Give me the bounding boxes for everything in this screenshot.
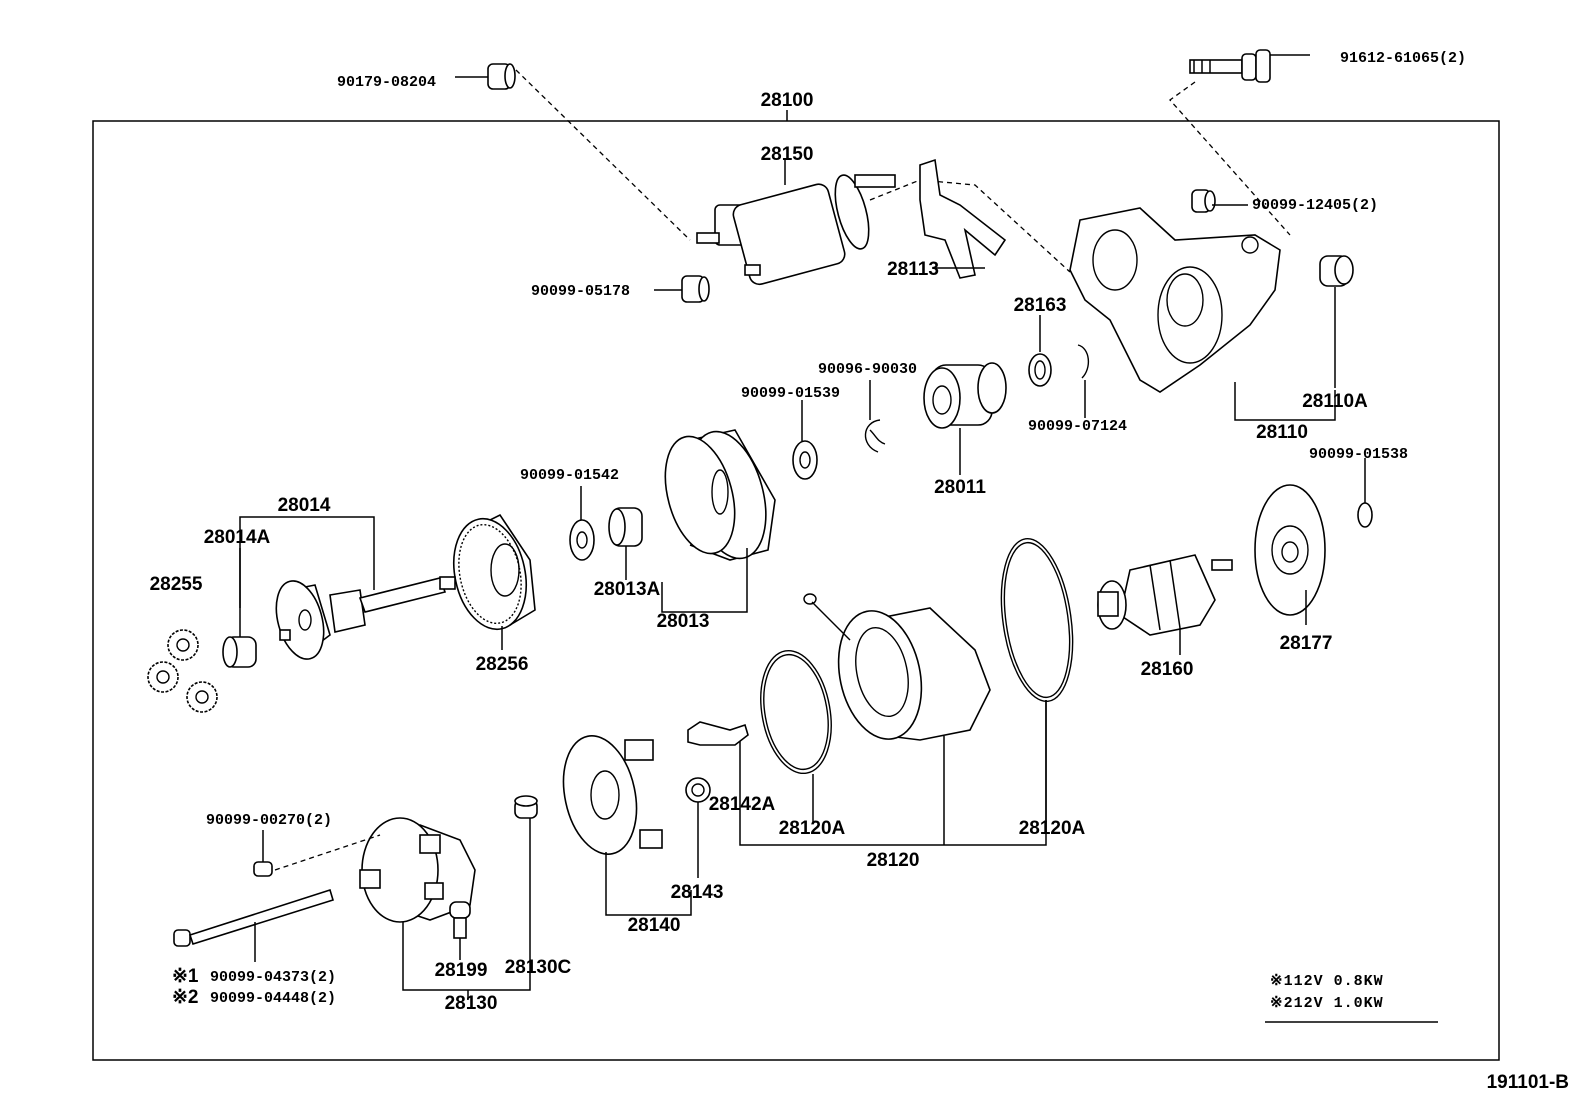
label-nut-sol: 90099-05178 bbox=[531, 283, 630, 300]
label-note1: ※112V 0.8KW bbox=[1270, 973, 1384, 990]
label-oring-right: 28120A bbox=[1019, 818, 1086, 839]
shaft-bushing-part bbox=[222, 548, 257, 668]
label-bolt2: 90099-04448(2) bbox=[210, 990, 336, 1007]
label-gears: 28255 bbox=[150, 574, 203, 595]
nut-housing-part bbox=[1191, 189, 1248, 213]
label-washer-01538: 90099-01538 bbox=[1309, 446, 1408, 463]
spring-clip-part bbox=[687, 721, 749, 746]
bolt-top-part bbox=[1189, 49, 1310, 83]
label-assembly: 28100 bbox=[761, 90, 814, 111]
label-end-frame: 28130 bbox=[445, 993, 498, 1014]
housing-bushing-part bbox=[1319, 255, 1354, 388]
label-ring-28163: 28163 bbox=[1014, 295, 1067, 316]
nut-solenoid-part bbox=[654, 275, 710, 303]
label-washer-01539: 90099-01539 bbox=[741, 385, 840, 402]
label-clip-07124: 90099-07124 bbox=[1028, 418, 1127, 435]
label-end-bush: 28130C bbox=[505, 957, 572, 978]
label-spring-clip: 28142A bbox=[709, 794, 776, 815]
label-bolt1: 90099-04373(2) bbox=[210, 969, 336, 986]
clutch-part bbox=[923, 362, 1007, 475]
figure-code: 191101-B bbox=[1487, 1072, 1569, 1093]
washer-01542-part bbox=[569, 486, 595, 561]
planetary-gears-part bbox=[147, 629, 218, 713]
label-washer-01542: 90099-01542 bbox=[520, 467, 619, 484]
label-internal-gear: 28256 bbox=[476, 654, 529, 675]
drive-housing-part bbox=[1069, 207, 1336, 421]
label-oring-left: 28120A bbox=[779, 818, 846, 839]
end-bushing-part bbox=[514, 795, 538, 819]
assembly-frame bbox=[92, 120, 1500, 1061]
end-plate-part bbox=[1254, 484, 1326, 625]
internal-gear-part bbox=[453, 513, 536, 650]
washer-01538-part bbox=[1357, 458, 1373, 528]
nut-top-part bbox=[455, 63, 516, 90]
label-brush-holder: 28140 bbox=[628, 915, 681, 936]
label-housing: 28110 bbox=[1256, 422, 1308, 443]
label-yoke: 28120 bbox=[867, 850, 920, 871]
label-cover-bush: 28013A bbox=[594, 579, 661, 600]
label-nut-top: 90179-08204 bbox=[337, 74, 436, 91]
label-snap-90030: 90096-90030 bbox=[818, 361, 917, 378]
brush-holder-part bbox=[562, 735, 692, 916]
label-screw: 90099-00270(2) bbox=[206, 812, 332, 829]
cover-bushing-part bbox=[608, 507, 643, 580]
label-nut-housing: 90099-12405(2) bbox=[1252, 197, 1378, 214]
screw-part bbox=[253, 830, 273, 877]
ring-28163-part bbox=[1028, 315, 1052, 387]
label-clutch: 28011 bbox=[934, 477, 986, 498]
armature-part bbox=[1097, 554, 1233, 655]
o-ring-left-part bbox=[760, 649, 832, 822]
label-note2: ※212V 1.0KW bbox=[1270, 995, 1384, 1012]
label-bushing: 28110A bbox=[1302, 391, 1368, 412]
label-mark1: ※1 bbox=[172, 966, 199, 987]
drive-lever-part bbox=[919, 158, 1007, 279]
label-plate: 28177 bbox=[1280, 633, 1333, 654]
solenoid-part bbox=[696, 160, 896, 286]
label-shaft-bush: 28014A bbox=[204, 527, 271, 548]
snap-ring-part bbox=[864, 380, 886, 453]
yoke-part bbox=[739, 593, 1047, 846]
o-ring-right-part bbox=[1000, 537, 1074, 822]
washer-01539-part bbox=[792, 400, 818, 480]
planetary-shaft-part bbox=[239, 516, 456, 660]
clip-07124-part bbox=[1077, 344, 1089, 418]
label-shaft: 28014 bbox=[278, 495, 331, 516]
cover-part bbox=[661, 429, 776, 613]
label-spring: 28143 bbox=[671, 882, 724, 903]
label-solenoid: 28150 bbox=[761, 144, 814, 165]
end-frame-part bbox=[359, 817, 531, 1000]
label-armature: 28160 bbox=[1141, 659, 1194, 680]
label-cover: 28013 bbox=[657, 611, 710, 632]
label-mark2: ※2 bbox=[172, 987, 199, 1008]
label-bolt-top: 91612-61065(2) bbox=[1340, 50, 1466, 67]
through-bolt-part bbox=[173, 888, 334, 962]
label-lever: 28113 bbox=[887, 259, 939, 280]
brush-spring-part bbox=[685, 777, 711, 878]
insulator-part bbox=[449, 901, 471, 960]
label-insulator: 28199 bbox=[435, 960, 488, 981]
